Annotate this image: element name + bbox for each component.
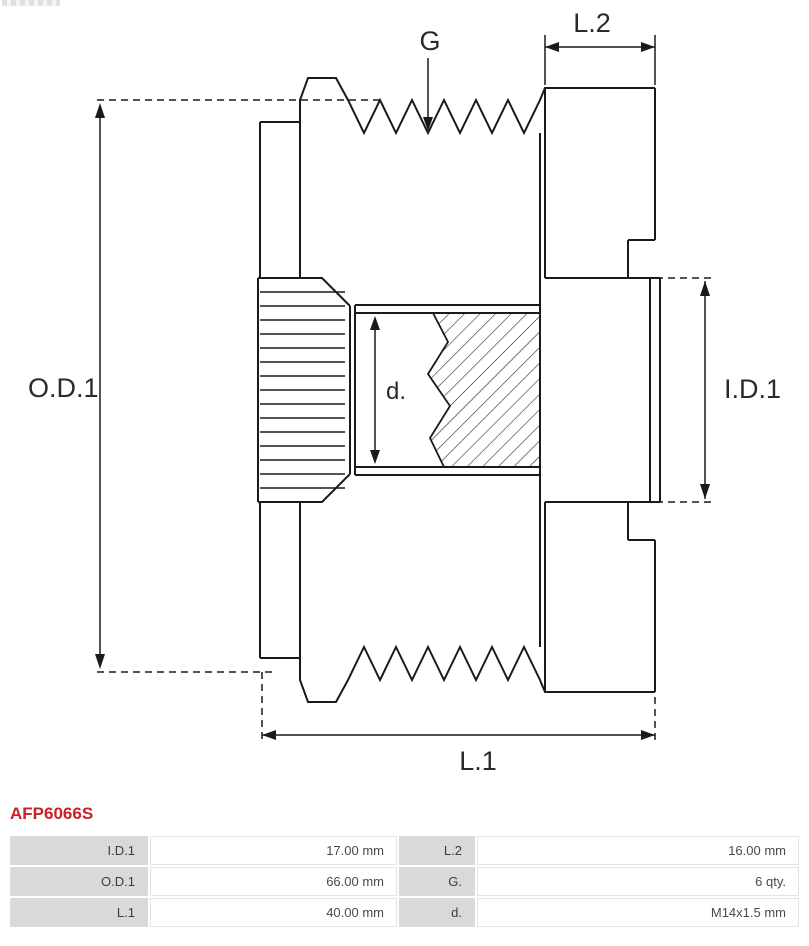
spec-row: L.1 40.00 mm d. M14x1.5 mm: [10, 898, 799, 927]
spec-label-cell: L.2: [399, 836, 475, 865]
spline-teeth: [260, 291, 345, 489]
spec-value-cell: 40.00 mm: [150, 898, 397, 927]
part-number: AFP6066S: [10, 804, 94, 823]
spec-label-cell: I.D.1: [10, 836, 148, 865]
spec-value-cell: 16.00 mm: [477, 836, 799, 865]
pulley-outline-group: [257, 77, 661, 703]
spec-value-cell: 17.00 mm: [150, 836, 397, 865]
pulley-technical-drawing: O.D.1 I.D.1 L.1 L.2 G d.: [28, 8, 781, 776]
dimension-arrows: [95, 42, 710, 740]
spec-label-cell: G.: [399, 867, 475, 896]
dim-label-id1: I.D.1: [724, 374, 781, 404]
dim-label-od1: O.D.1: [28, 373, 99, 403]
dim-label-l1: L.1: [459, 746, 497, 776]
spec-row: I.D.1 17.00 mm L.2 16.00 mm: [10, 836, 799, 865]
spec-label-cell: L.1: [10, 898, 148, 927]
spec-value-cell: 6 qty.: [477, 867, 799, 896]
cropped-logo-artifact: [2, 0, 60, 6]
dim-label-g: G: [419, 26, 440, 56]
spec-value-cell: 66.00 mm: [150, 867, 397, 896]
spec-label-cell: O.D.1: [10, 867, 148, 896]
dimension-lines: [97, 35, 712, 742]
spec-label-cell: d.: [399, 898, 475, 927]
thread-hatch-region: [426, 312, 540, 468]
spec-row: O.D.1 66.00 mm G. 6 qty.: [10, 867, 799, 896]
dim-label-l2: L.2: [573, 8, 611, 38]
spec-value-cell: M14x1.5 mm: [477, 898, 799, 927]
spec-table: I.D.1 17.00 mm L.2 16.00 mm O.D.1 66.00 …: [8, 834, 801, 929]
dim-label-d: d.: [386, 378, 406, 405]
